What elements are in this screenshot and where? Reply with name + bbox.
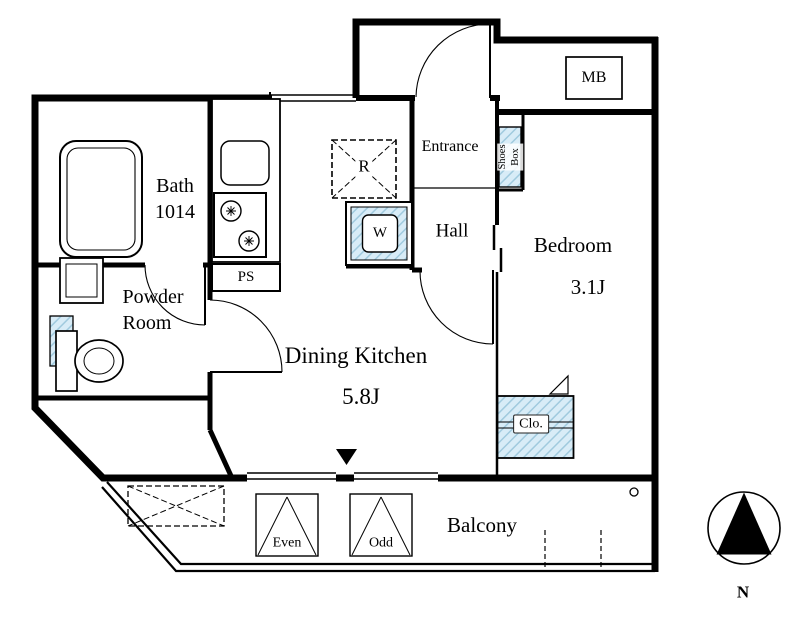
- evacuation-hatch: [127, 485, 225, 527]
- kitchen-sink-icon: [220, 140, 270, 186]
- burner-icon: [238, 230, 260, 252]
- balcony-items: [127, 485, 639, 571]
- powder-room-label-1: Powder: [122, 285, 184, 308]
- kitchen-counter: [211, 98, 281, 292]
- partition-marks: [544, 530, 602, 571]
- north-label: N: [736, 582, 750, 602]
- closet-door-mark: [548, 374, 569, 395]
- balcony-window-left: [247, 472, 336, 480]
- burner-icon: [220, 200, 242, 222]
- compass-icon: [707, 491, 781, 565]
- balcony-access-marker: [336, 449, 357, 465]
- shoes-box-label: Shoes Box: [497, 143, 523, 171]
- powder-room-fixtures: [49, 257, 124, 392]
- bath-label: Bath: [156, 174, 194, 197]
- bathtub-icon: [59, 140, 143, 258]
- bedroom-sliding-door: [492, 225, 503, 272]
- windows: [247, 92, 438, 480]
- pipe-space-label: PS: [237, 268, 255, 285]
- kitchen-window: [270, 94, 356, 102]
- closet-label: Clo.: [513, 414, 549, 434]
- bath-size-label: 1014: [155, 200, 195, 223]
- bath-door-arc: [144, 264, 206, 326]
- hatch-odd-label: Odd: [365, 534, 397, 552]
- hall-label: Hall: [435, 220, 469, 242]
- doors: [144, 23, 503, 373]
- toilet-bowl-icon: [74, 339, 124, 383]
- powder-door-arc: [209, 299, 283, 373]
- balcony-window-right: [354, 472, 438, 480]
- dining-kitchen-size-label: 5.8J: [342, 383, 380, 409]
- meter-box-label: MB: [581, 69, 607, 87]
- refrigerator-label: R: [355, 156, 373, 178]
- balcony-label: Balcony: [447, 513, 517, 538]
- washing-machine-icon: [345, 201, 413, 266]
- refrigerator-space: [331, 139, 397, 199]
- outer-walls: [31, 18, 659, 572]
- entrance-door-arc: [415, 23, 491, 98]
- dk-door-arc: [419, 270, 494, 345]
- closet: [496, 374, 575, 459]
- bedroom-size-label: 3.1J: [570, 275, 606, 300]
- toilet-tank-icon: [55, 330, 78, 392]
- stove-icon: [213, 192, 267, 258]
- balcony-railing: [101, 481, 655, 573]
- meter-box: [565, 56, 623, 100]
- hatch-even-label: Even: [269, 534, 305, 552]
- bedroom-label: Bedroom: [533, 233, 613, 258]
- drain-icon: [629, 487, 639, 497]
- washbasin-icon: [59, 257, 104, 304]
- washing-machine-label: W: [372, 224, 388, 241]
- pipe-space-box: [211, 263, 281, 292]
- powder-room-label-2: Room: [122, 311, 172, 334]
- entrance-label: Entrance: [421, 138, 479, 156]
- dining-kitchen-label: Dining Kitchen: [284, 342, 428, 368]
